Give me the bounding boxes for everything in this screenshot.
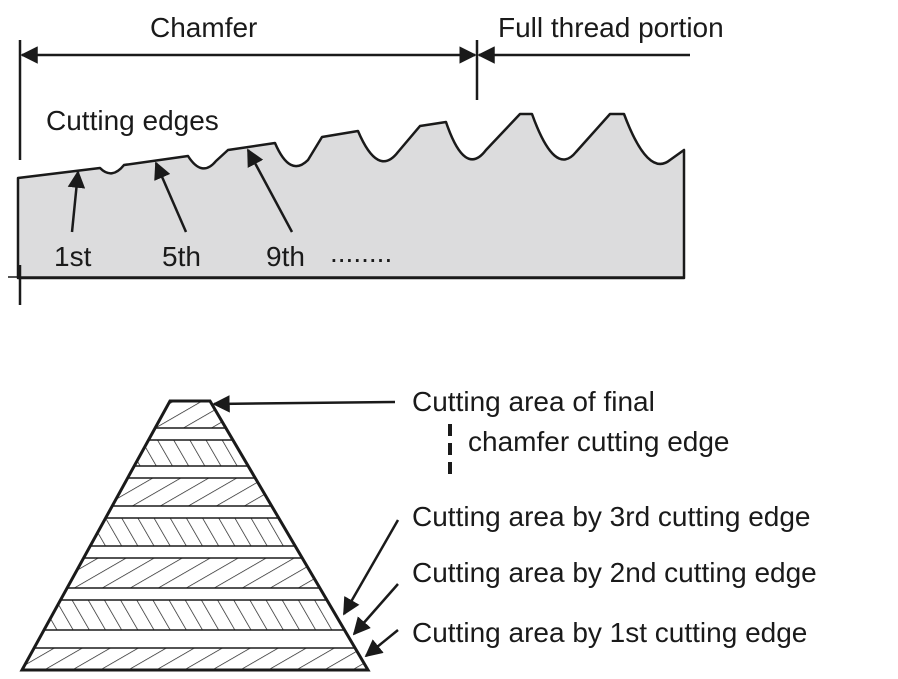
band-final xyxy=(22,401,368,428)
edge-label-9th: 9th xyxy=(266,241,305,272)
area-2nd-arrow xyxy=(352,583,399,636)
cutting-edges-label: Cutting edges xyxy=(46,105,219,136)
band-1st xyxy=(22,648,368,670)
band-7 xyxy=(22,518,368,546)
full-thread-label: Full thread portion xyxy=(498,12,724,43)
edge-label-1st: 1st xyxy=(54,241,92,272)
band-5 xyxy=(22,558,368,588)
area-3rd-arrow xyxy=(342,519,400,616)
edge-9th-arrow xyxy=(246,148,294,233)
band-6 xyxy=(22,546,368,558)
area-1st-label: Cutting area by 1st cutting edge xyxy=(412,617,807,648)
band-8 xyxy=(22,506,368,518)
final-area-label-line2: chamfer cutting edge xyxy=(468,426,730,457)
band-9 xyxy=(22,478,368,506)
final-area-label-line1: Cutting area of final xyxy=(412,386,655,417)
edge-label-5th: 5th xyxy=(162,241,201,272)
tap-profile xyxy=(8,40,690,305)
chamfer-label: Chamfer xyxy=(150,12,257,43)
edge-ellipsis: ........ xyxy=(330,237,392,268)
final-area-arrow xyxy=(212,395,396,413)
area-3rd-label: Cutting area by 3rd cutting edge xyxy=(412,501,810,532)
area-2nd-label: Cutting area by 2nd cutting edge xyxy=(412,557,817,588)
edge-1st-arrow xyxy=(67,170,86,233)
area-1st-arrow xyxy=(364,629,399,658)
band-12 xyxy=(22,428,368,440)
edge-5th-arrow xyxy=(154,161,188,233)
band-11 xyxy=(22,440,368,466)
triangle-outline xyxy=(19,399,371,672)
tap-body xyxy=(16,112,686,280)
band-10 xyxy=(22,466,368,478)
band-2nd xyxy=(22,630,368,648)
band-4 xyxy=(22,588,368,600)
band-3rd xyxy=(22,600,368,630)
